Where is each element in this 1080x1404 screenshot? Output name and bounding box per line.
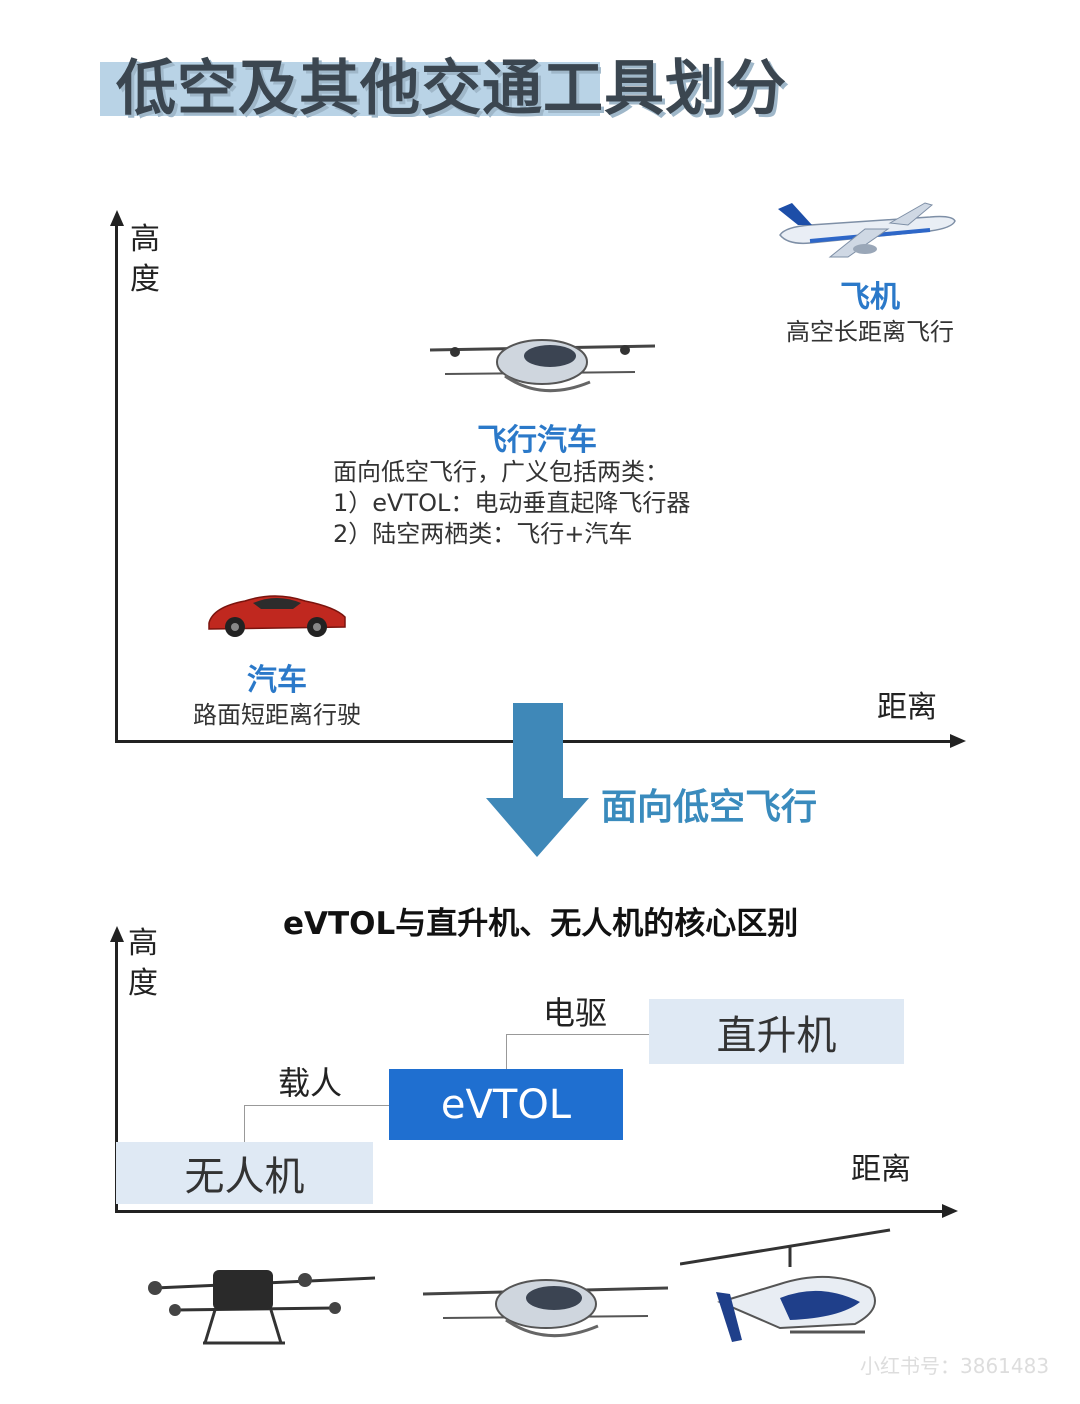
top-y-axis-label: 高 度 — [130, 220, 160, 300]
drone-icon — [135, 1258, 385, 1348]
evtol-icon — [418, 1270, 673, 1350]
watermark: 小红书号：3861483 — [860, 1350, 1049, 1379]
top-y-axis-arrow — [110, 210, 124, 226]
manned-label: 载人 — [278, 1058, 342, 1104]
page-title: 低空及其他交通工具划分 — [116, 40, 787, 127]
airplane-icon — [770, 195, 960, 263]
flow-label: 面向低空飞行 — [601, 778, 817, 830]
helicopter-icon — [680, 1222, 895, 1360]
bottom-x-axis-arrow — [942, 1204, 958, 1218]
bottom-x-axis — [115, 1210, 943, 1213]
car-desc: 路面短距离行驶 — [177, 695, 377, 730]
flying-car-desc: 面向低空飞行，广义包括两类： 1）eVTOL：电动垂直起降飞行器 2）陆空两栖类… — [333, 457, 690, 550]
car-icon — [205, 585, 350, 640]
flying-car-desc-line: 1）eVTOL：电动垂直起降飞行器 — [333, 488, 690, 519]
evtol-box: eVTOL — [389, 1069, 623, 1140]
car-name: 汽车 — [207, 655, 347, 699]
bottom-y-axis-label: 高 度 — [128, 924, 158, 1004]
flying-car-desc-line: 面向低空飞行，广义包括两类： — [333, 457, 690, 488]
drone-box: 无人机 — [116, 1142, 373, 1204]
comparison-title: eVTOL与直升机、无人机的核心区别 — [283, 898, 798, 943]
electric-connector — [506, 1034, 651, 1071]
flying-car-name: 飞行汽车 — [437, 415, 637, 459]
top-x-axis-label: 距离 — [877, 688, 937, 728]
flying-car-desc-line: 2）陆空两栖类：飞行+汽车 — [333, 519, 690, 550]
top-x-axis-arrow — [950, 734, 966, 748]
airplane-name: 飞机 — [800, 272, 940, 316]
manned-connector — [244, 1105, 391, 1143]
helicopter-box: 直升机 — [649, 999, 904, 1064]
top-y-axis — [115, 222, 118, 742]
bottom-x-axis-label: 距离 — [851, 1150, 911, 1190]
electric-label: 电驱 — [543, 988, 607, 1034]
airplane-desc: 高空长距离飞行 — [770, 312, 970, 347]
bottom-y-axis-arrow — [110, 926, 124, 942]
flow-down-arrow — [485, 703, 590, 858]
evtol-icon — [425, 330, 660, 405]
